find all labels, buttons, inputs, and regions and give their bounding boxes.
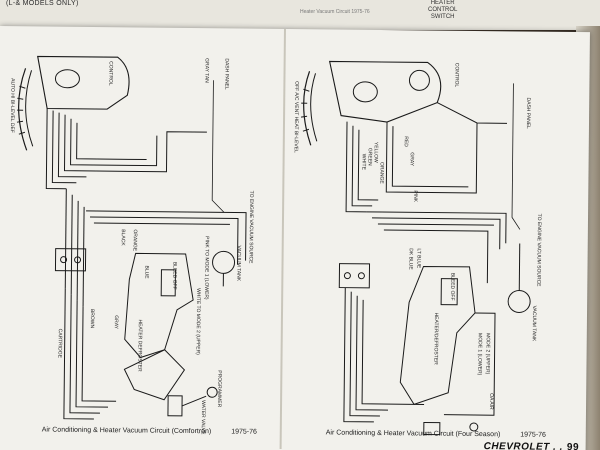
left-circuit-diagram <box>16 55 247 420</box>
label-dash-panel-right: DASH PANEL <box>525 98 531 130</box>
label-pink-mode-1: PINK TO MODE 1 (LOWER) <box>203 236 210 300</box>
left-caption-year: 1975-76 <box>231 428 257 436</box>
label-cartridge: CARTRIDGE <box>57 329 63 359</box>
manual-page: CONTROL GRAY TAN DASH PANEL TO ENGINE VA… <box>0 26 590 450</box>
previous-page-label: HEATER CONTROL SWITCH <box>428 0 458 20</box>
label-gray-right: GRAY <box>409 152 415 167</box>
previous-page-note: (L-& MODELS ONLY) <box>6 0 79 7</box>
label-blue: BLUE <box>143 266 149 280</box>
label-yellow: YELLOW <box>373 142 379 163</box>
label-mode-2: MODE 2 (UPPER) <box>484 333 490 375</box>
label-dk-blue: DK BLUE <box>407 248 413 270</box>
label-mode-dial: AUTO HI BI-LEVEL DEF <box>9 78 16 133</box>
label-red: RED <box>403 136 409 147</box>
right-diagram-labels: CONTROL DASH PANEL TO ENGINE VACUUM SOUR… <box>293 63 542 410</box>
label-white: WHITE <box>361 154 367 171</box>
label-brown: BROWN <box>89 309 95 329</box>
right-circuit-diagram <box>300 60 531 436</box>
vacuum-circuit-diagrams: CONTROL GRAY TAN DASH PANEL TO ENGINE VA… <box>9 55 542 436</box>
label-vacuum-tank-right: VACUUM TANK <box>531 306 537 342</box>
label-outside-air: OA AIR <box>488 393 494 410</box>
label-gray: GRAY <box>113 315 119 330</box>
label-water-valve: WATER VALVE <box>200 400 206 435</box>
label-mode-1: MODE 1 (LOWER) <box>476 333 482 376</box>
label-vacuum-tank: VACUUM TANK <box>235 245 241 281</box>
page-footer: CHEVROLET . .99 <box>484 441 580 450</box>
label-orange-right: ORANGE <box>378 162 384 184</box>
label-bleed-off: BLEED OFF <box>171 262 177 290</box>
label-lt-blue: LT BLUE <box>415 248 421 269</box>
previous-page-strip: (L-& MODELS ONLY) Heater Vacuum Circuit … <box>0 0 600 30</box>
right-caption-year: 1975-76 <box>520 431 546 439</box>
label-bleed-off-right: BLEED OFF <box>449 273 455 301</box>
label-mode-dial-right: OFF A/C VENT HEAT BI-LEVEL <box>293 81 300 153</box>
page-number: 99 <box>566 441 580 450</box>
label-dash-panel: DASH PANEL <box>223 58 229 90</box>
label-orange: ORANGE <box>132 229 138 251</box>
label-programmer: PROGRAMMER <box>216 370 222 407</box>
label-engine-vacuum-source-right: TO ENGINE VACUUM SOURCE <box>535 214 542 288</box>
label-black: BLACK <box>120 229 126 246</box>
footer-brand: CHEVROLET . . <box>483 441 563 450</box>
left-diagram-labels: CONTROL GRAY TAN DASH PANEL TO ENGINE VA… <box>9 58 255 435</box>
label-gray-tan: GRAY TAN <box>203 58 209 83</box>
label-pink: PINK <box>412 190 418 202</box>
label-engine-vacuum-source: TO ENGINE VACUUM SOURCE <box>248 191 255 265</box>
label-green: GREEN <box>367 148 373 166</box>
label-heater-defroster: HEATER DEFROSTER <box>136 319 143 372</box>
label-control: CONTROL <box>107 61 113 86</box>
label-heater-defroster-right: HEATER/DEFROSTER <box>432 313 439 366</box>
label-white-mode-2: WHITE TO MODE 2 (UPPER) <box>195 288 202 355</box>
label-control-right: CONTROL <box>453 63 459 88</box>
previous-page-caption: Heater Vacuum Circuit 1975-76 <box>300 9 370 15</box>
